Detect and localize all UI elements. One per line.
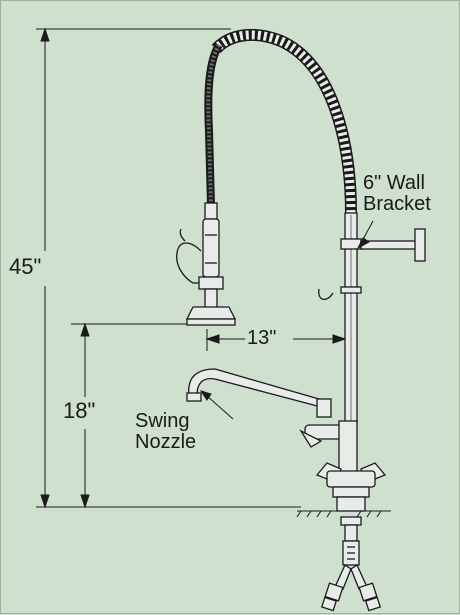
arrowhead-13-right bbox=[332, 334, 347, 344]
arrowhead-13-left bbox=[205, 334, 220, 344]
spray-valve bbox=[176, 202, 237, 326]
supply-lines bbox=[320, 540, 382, 612]
mixing-block bbox=[326, 470, 376, 488]
hook-clamp bbox=[340, 286, 362, 294]
mounting-nut bbox=[340, 516, 362, 526]
nozzle-spout bbox=[188, 368, 322, 408]
leader-lines bbox=[199, 220, 374, 420]
swing-nozzle-callout-line2: Nozzle bbox=[135, 431, 197, 453]
valve-collar bbox=[198, 276, 224, 290]
reach-label: 13" bbox=[247, 327, 277, 349]
main-riser bbox=[318, 212, 362, 424]
nozzle-height-label: 18" bbox=[61, 398, 98, 423]
right-supply-fitting bbox=[358, 582, 378, 602]
dimension-lines bbox=[36, 27, 347, 509]
arrowhead-45-bottom bbox=[40, 494, 50, 509]
arrowhead-18-top bbox=[80, 322, 90, 337]
valve-body bbox=[338, 420, 358, 474]
spray-head bbox=[185, 306, 237, 320]
swing-nozzle bbox=[186, 368, 332, 418]
valve-trigger-lever bbox=[176, 242, 202, 284]
ground-surface bbox=[296, 510, 391, 518]
arrowhead-18-bottom bbox=[80, 494, 90, 509]
overall-height-label: 45" bbox=[7, 254, 44, 279]
nozzle-swivel bbox=[316, 398, 332, 418]
spray-hook bbox=[318, 288, 334, 300]
wall-bracket-callout-line2: Bracket bbox=[363, 193, 431, 215]
arrowhead-45-top bbox=[40, 27, 50, 42]
wall-bracket bbox=[360, 228, 426, 262]
bracket-wall-plate bbox=[414, 228, 426, 262]
pre-rinse-spring bbox=[211, 28, 357, 214]
valve-connector bbox=[204, 202, 218, 220]
swing-nozzle-callout-line1: Swing bbox=[135, 410, 190, 432]
deck-mount bbox=[336, 496, 366, 512]
valve-handle-body bbox=[202, 218, 220, 278]
left-supply-fitting bbox=[324, 582, 344, 602]
wall-bracket-callout: 6" Wall Bracket bbox=[363, 173, 431, 215]
swing-nozzle-callout: Swing Nozzle bbox=[135, 411, 196, 453]
wall-bracket-callout-line1: 6" Wall bbox=[363, 172, 425, 194]
nozzle-leader bbox=[205, 394, 234, 420]
faucet-body bbox=[299, 420, 387, 542]
